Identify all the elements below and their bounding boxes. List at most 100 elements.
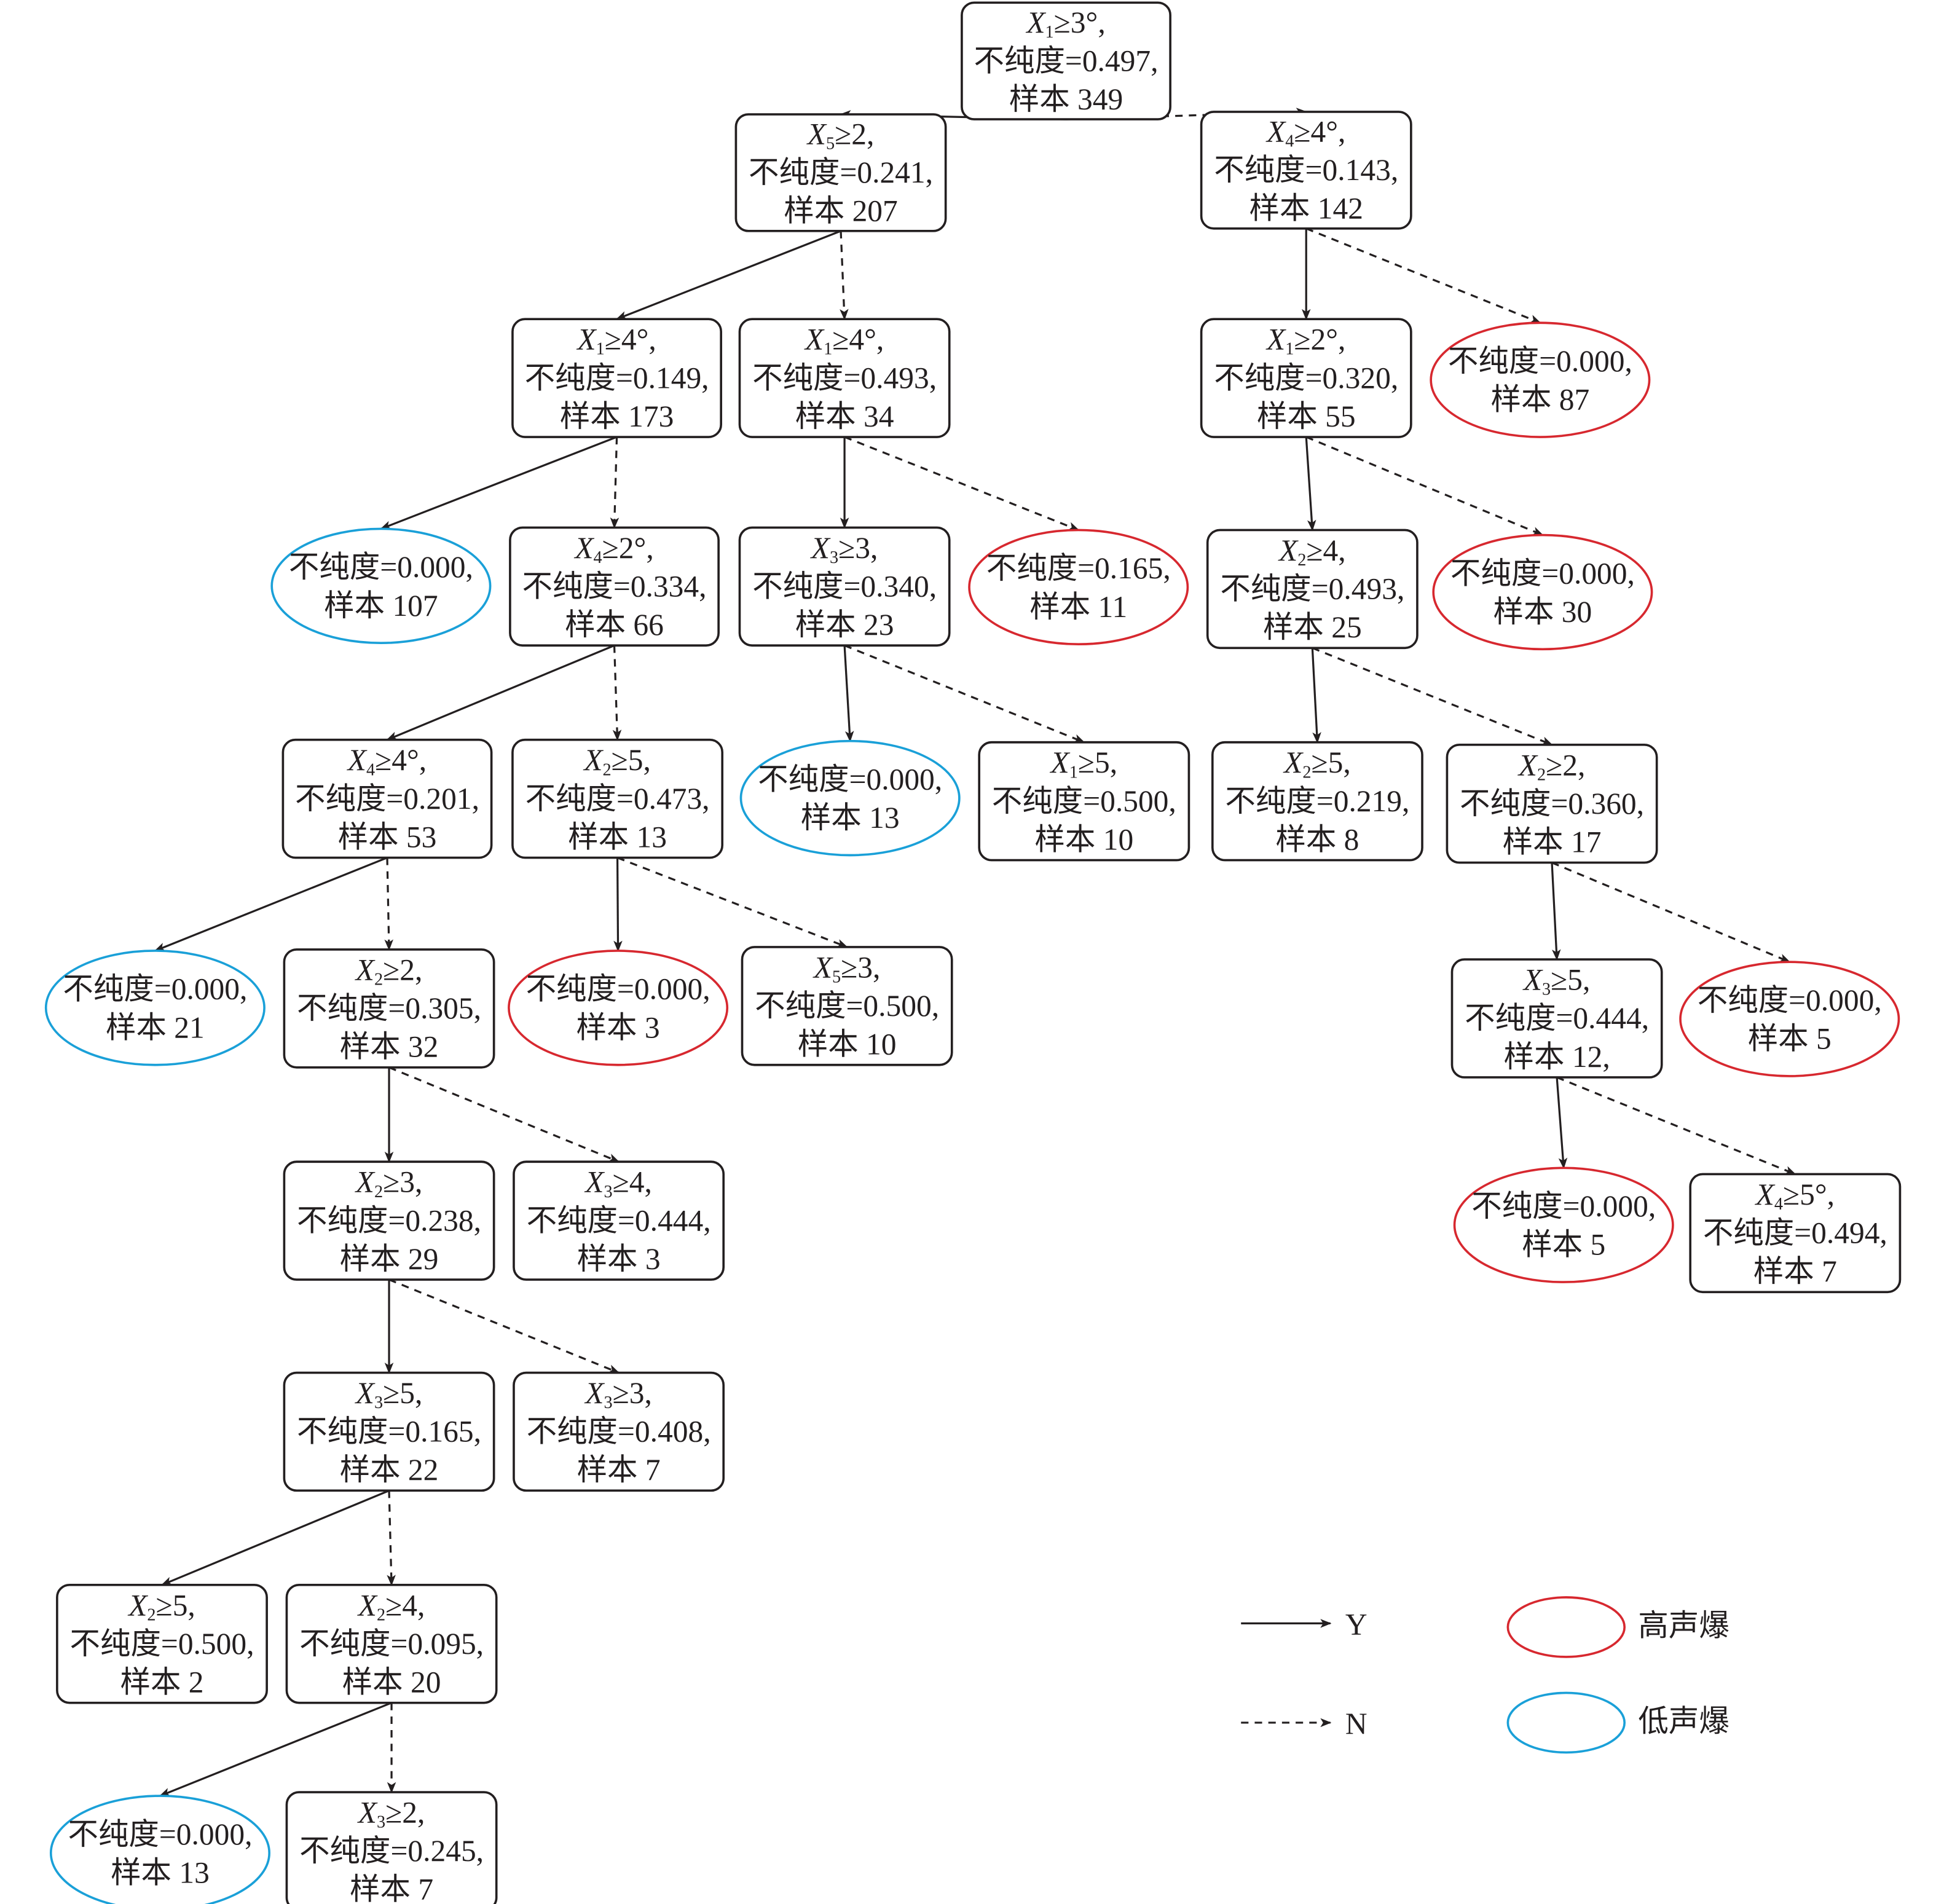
leaf-node-high: 不纯度=0.165,样本 11 — [968, 529, 1189, 646]
node-box — [961, 1, 1171, 120]
split-node: X2≥2,不纯度=0.360,样本 17 — [1446, 743, 1658, 864]
split-node: X1≥4°,不纯度=0.493,样本 34 — [738, 318, 951, 438]
edge-yes-arrow — [380, 436, 618, 530]
node-samples: 样本 13 — [111, 1855, 210, 1889]
condition-threshold: ≥2°, — [602, 531, 654, 565]
split-node: X2≥4,不纯度=0.095,样本 20 — [285, 1583, 498, 1704]
node-impurity: 不纯度=0.493, — [752, 361, 937, 395]
node-impurity: 不纯度=0.493, — [1220, 572, 1404, 606]
condition-variable: X — [584, 1376, 605, 1410]
edge-yes-arrow — [159, 1702, 392, 1797]
node-condition: X5≥2, — [806, 117, 875, 153]
condition-variable: X — [1025, 6, 1046, 39]
leaf-node-low: 不纯度=0.000,样本 13 — [739, 739, 961, 857]
condition-threshold: ≥5°, — [1783, 1178, 1835, 1211]
node-condition: X2≥4, — [357, 1588, 425, 1624]
node-impurity: 不纯度=0.000, — [1698, 983, 1882, 1017]
condition-threshold: ≥5, — [1551, 963, 1590, 997]
node-condition: X3≥5, — [1522, 963, 1591, 999]
condition-variable: X — [1755, 1178, 1776, 1211]
node-impurity: 不纯度=0.000, — [1450, 556, 1635, 590]
node-samples: 样本 55 — [1257, 399, 1356, 433]
node-box — [56, 1583, 268, 1704]
node-impurity: 不纯度=0.238, — [297, 1203, 481, 1237]
condition-subscript: 2 — [602, 760, 611, 779]
edge-yes-arrow — [1311, 648, 1321, 744]
split-node: X5≥2,不纯度=0.241, 样本 207 — [734, 113, 947, 232]
edge-yes-arrow — [1556, 1077, 1568, 1170]
condition-subscript: 5 — [826, 135, 835, 154]
node-impurity: 不纯度=0.334, — [522, 569, 707, 603]
node-impurity: 不纯度=0.241, — [749, 155, 933, 189]
node-box — [513, 1160, 725, 1281]
node-box — [285, 1583, 498, 1704]
node-box — [511, 318, 722, 438]
split-node: X3≥3,不纯度=0.408,样本 7 — [513, 1371, 725, 1492]
node-samples: 样本 207 — [784, 194, 898, 228]
edge-no-arrow — [844, 436, 1080, 531]
edge-no-arrow — [612, 645, 622, 741]
node-samples: 样本 349 — [1009, 82, 1123, 116]
node-impurity: 不纯度=0.408, — [527, 1415, 711, 1449]
node-samples: 样本 13 — [801, 801, 900, 835]
node-condition: X2≥4, — [1278, 533, 1346, 570]
split-node: X3≥5,不纯度=0.165,样本 22 — [283, 1371, 495, 1492]
node-impurity: 不纯度=0.494, — [1703, 1216, 1887, 1250]
high-boom-ellipse — [1432, 533, 1653, 651]
node-samples: 样本 87 — [1490, 383, 1589, 417]
node-box — [1206, 529, 1419, 650]
split-node: X4≥2°,不纯度=0.334,样本 66 — [509, 526, 720, 647]
edges-layer — [154, 108, 1796, 1797]
split-node: X3≥2,不纯度=0.245,样本 7 — [285, 1791, 498, 1904]
edge-no-arrow — [610, 436, 620, 529]
leaf-node-high: 不纯度=0.000,样本 5 — [1453, 1166, 1674, 1283]
node-impurity: 不纯度=0.444, — [1465, 1001, 1649, 1035]
condition-subscript: 3 — [1542, 980, 1551, 999]
legend-low-label: 低声爆 — [1638, 1704, 1729, 1738]
split-node: X2≥4,不纯度=0.493,样本 25 — [1206, 529, 1419, 650]
high-boom-ellipse — [1453, 1166, 1674, 1283]
condition-variable: X — [573, 531, 594, 565]
high-boom-ellipse — [1679, 961, 1900, 1077]
node-samples: 样本 66 — [565, 608, 664, 642]
node-samples: 样本 22 — [340, 1453, 439, 1487]
condition-variable: X — [357, 1588, 378, 1622]
split-node: X2≥5,不纯度=0.500,样本 2 — [56, 1583, 268, 1704]
node-condition: X4≥4°, — [347, 743, 427, 779]
node-box — [509, 526, 720, 647]
condition-threshold: ≥5, — [1078, 745, 1117, 779]
node-samples: 样本 34 — [795, 399, 894, 433]
node-box — [978, 741, 1190, 862]
condition-threshold: ≥4, — [385, 1588, 425, 1622]
condition-threshold: ≥4°, — [832, 323, 884, 356]
node-samples: 样本 17 — [1503, 825, 1602, 859]
node-impurity: 不纯度=0.444, — [527, 1203, 711, 1237]
node-box — [738, 526, 951, 647]
condition-variable: X — [127, 1588, 148, 1622]
node-box — [1689, 1173, 1902, 1294]
node-impurity: 不纯度=0.095, — [299, 1627, 484, 1661]
node-samples: 样本 7 — [577, 1453, 661, 1487]
node-impurity: 不纯度=0.000, — [68, 1817, 252, 1851]
node-samples: 样本 3 — [577, 1242, 661, 1276]
condition-threshold: ≥2, — [385, 1795, 425, 1829]
edge-no-arrow — [1551, 862, 1791, 963]
edge-yes-arrow — [615, 230, 841, 320]
node-samples: 样本 8 — [1275, 822, 1359, 856]
condition-variable: X — [1522, 963, 1543, 997]
condition-subscript: 4 — [366, 760, 375, 779]
condition-threshold: ≥2, — [383, 953, 422, 986]
node-samples: 样本 23 — [795, 608, 894, 642]
node-condition: X2≥2, — [355, 953, 423, 989]
condition-variable: X — [1517, 748, 1538, 782]
node-impurity: 不纯度=0.165, — [297, 1415, 481, 1449]
condition-subscript: 2 — [374, 970, 383, 989]
condition-threshold: ≥2°, — [1294, 323, 1345, 356]
split-node: X4≥4°,不纯度=0.143,样本 142 — [1200, 111, 1412, 230]
condition-variable: X — [583, 743, 604, 777]
node-impurity: 不纯度=0.473, — [525, 782, 710, 816]
condition-subscript: 1 — [1285, 340, 1294, 359]
node-box — [1200, 318, 1412, 438]
legend-high-label: 高声爆 — [1638, 1609, 1729, 1643]
edge-yes-arrow — [1551, 862, 1561, 961]
